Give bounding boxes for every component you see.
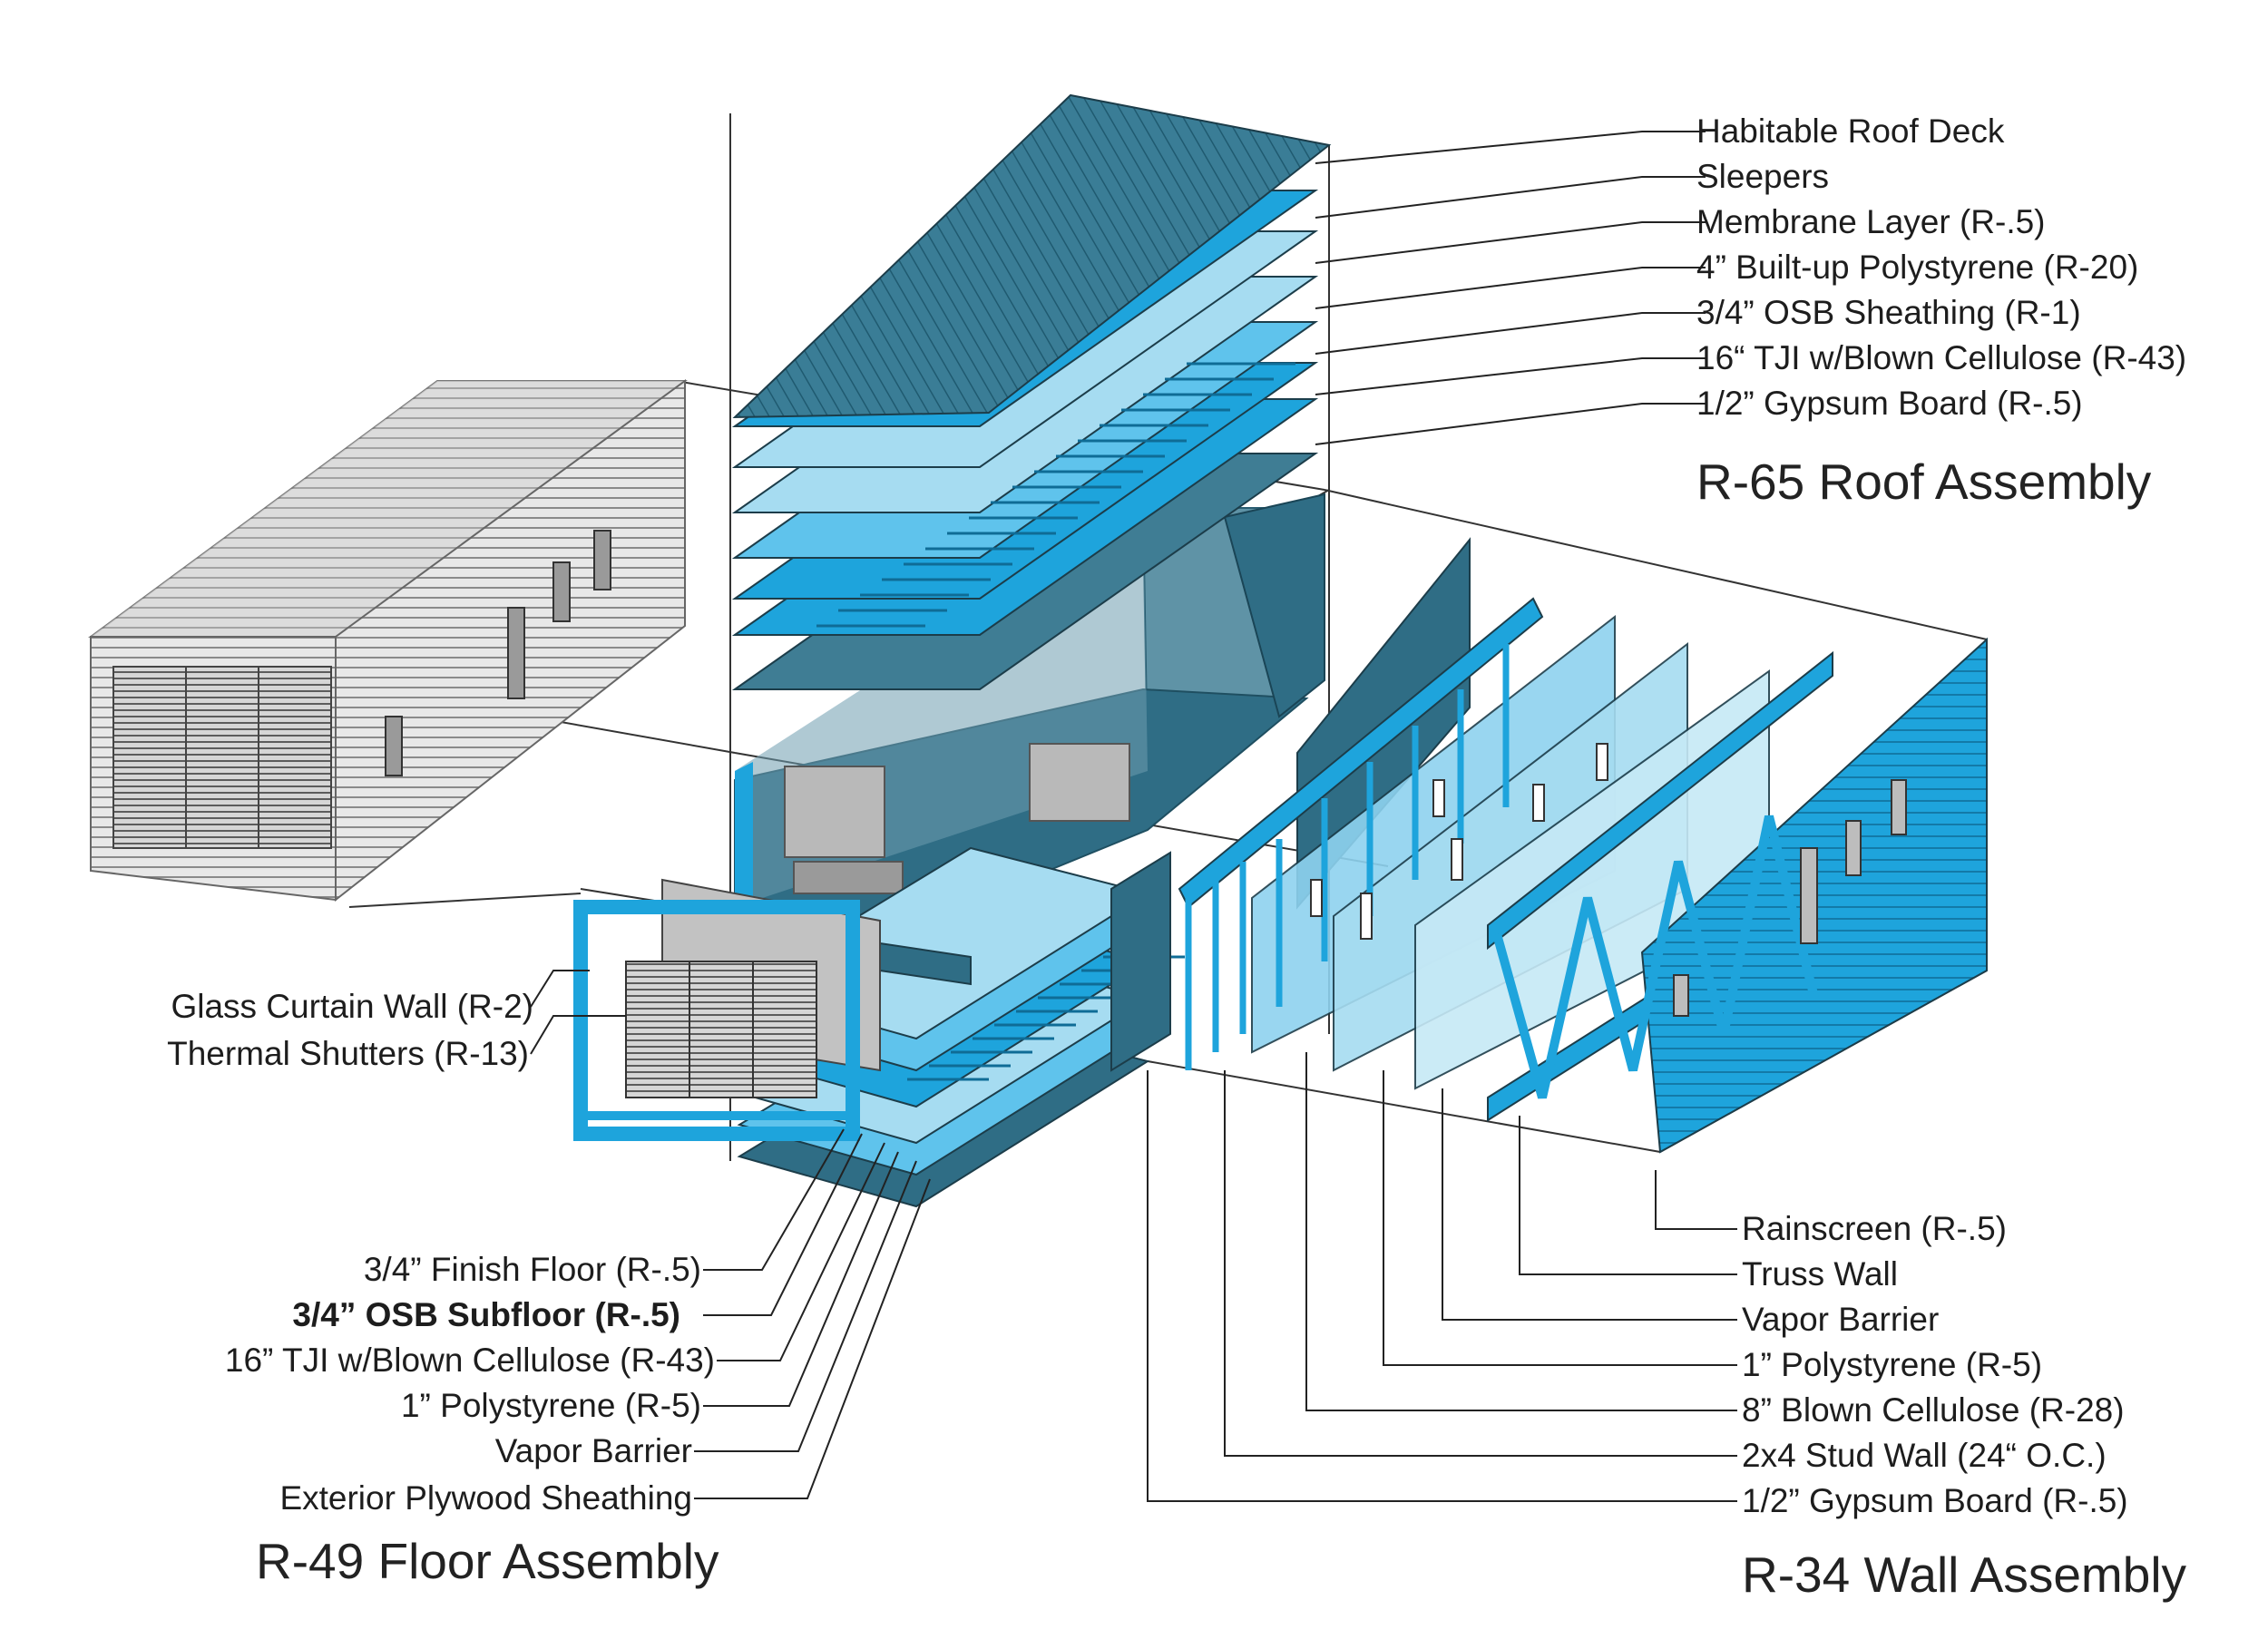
wall-opening	[1432, 779, 1445, 817]
leader-finish-floor	[703, 1128, 845, 1271]
leader-vapor-floor	[694, 1160, 917, 1452]
rainscreen-window	[1891, 779, 1907, 835]
label-glass-curtain-wall: Glass Curtain Wall (R-2)	[171, 988, 533, 1025]
wall-layer-truss-top	[1487, 650, 1833, 951]
heading-floor-assembly: R-49 Floor Assembly	[256, 1533, 719, 1589]
leader-polystyrene	[1315, 267, 1706, 309]
leader-roof-deck	[1315, 131, 1706, 164]
leader-vapor-wall	[1442, 1088, 1737, 1321]
label-sleepers: Sleepers	[1696, 158, 1830, 195]
leader-poly-floor	[703, 1151, 899, 1407]
label-roof-gypsum: 1/2” Gypsum Board (R-.5)	[1696, 385, 2083, 422]
leader-glass	[530, 970, 590, 1008]
label-floor-polystyrene: 1” Polystyrene (R-5)	[400, 1387, 701, 1424]
wall-opening	[1596, 743, 1608, 781]
wall-opening	[1451, 838, 1463, 881]
label-wall-gypsum: 1/2” Gypsum Board (R-.5)	[1742, 1482, 2128, 1519]
grey-module-end-louvers	[112, 666, 332, 849]
rainscreen-window	[1845, 820, 1862, 876]
label-roof-tji: 16“ TJI w/Blown Cellulose (R-43)	[1696, 339, 2187, 376]
leader-plywood	[694, 1178, 931, 1499]
central-module-edge-frame	[1223, 493, 1325, 718]
interior-cabinet	[1029, 743, 1130, 822]
leader-membrane	[1315, 221, 1706, 264]
label-floor-tji: 16” TJI w/Blown Cellulose (R-43)	[224, 1342, 715, 1379]
rainscreen-windows	[1673, 779, 1907, 1017]
label-wall-polystyrene: 1” Polystyrene (R-5)	[1742, 1346, 2043, 1383]
label-floor-vapor-barrier: Vapor Barrier	[494, 1432, 692, 1469]
leader-truss	[1519, 1116, 1737, 1275]
label-wall-cellulose: 8” Blown Cellulose (R-28)	[1742, 1391, 2125, 1429]
rainscreen-window	[1800, 847, 1818, 944]
leader-tji-roof	[1315, 357, 1706, 395]
rainscreen-window	[1673, 974, 1689, 1017]
wall-opening	[1532, 784, 1545, 822]
roof-layer-deck	[732, 93, 1332, 419]
leader-gypsum-roof	[1315, 403, 1706, 445]
heading-roof-assembly: R-65 Roof Assembly	[1696, 454, 2152, 510]
grey-module-window	[552, 561, 571, 622]
leader-poly-wall	[1383, 1070, 1737, 1366]
curtain-wall-frame	[573, 900, 860, 1141]
leader-gypsum-wall	[1147, 1070, 1737, 1502]
label-finish-floor: 3/4” Finish Floor (R-.5)	[363, 1251, 701, 1288]
grey-module-window	[385, 716, 403, 776]
label-rainscreen: Rainscreen (R-.5)	[1742, 1210, 2007, 1247]
central-module-interior	[734, 493, 1325, 954]
interior-cabinet	[784, 766, 885, 858]
leader-shutters	[530, 1015, 626, 1055]
leader-tji-floor	[717, 1142, 885, 1361]
grey-module-window	[593, 530, 611, 590]
label-roof-deck: Habitable Roof Deck	[1696, 112, 2005, 150]
leader-lines	[530, 131, 1737, 1502]
wall-openings	[1310, 743, 1608, 940]
leader-rainscreen	[1655, 1170, 1737, 1230]
glass-curtain-wall-assembly	[573, 878, 881, 1141]
leader-subfloor	[703, 1133, 863, 1316]
leader-stud	[1224, 1070, 1737, 1457]
roof-joist-ribs	[816, 362, 1295, 628]
grey-module	[87, 379, 689, 903]
leader-sleepers	[1315, 176, 1706, 219]
label-roof-polystyrene: 4” Built-up Polystyrene (R-20)	[1696, 249, 2139, 286]
wall-opening	[1310, 879, 1323, 917]
label-membrane: Membrane Layer (R-.5)	[1696, 203, 2046, 240]
wall-layer-gypsum	[1110, 851, 1171, 1072]
label-osb-subfloor: 3/4” OSB Subfloor (R-.5)	[292, 1296, 680, 1333]
label-thermal-shutters: Thermal Shutters (R-13)	[167, 1035, 529, 1072]
heading-wall-assembly: R-34 Wall Assembly	[1742, 1547, 2187, 1603]
label-plywood-sheathing: Exterior Plywood Sheathing	[279, 1479, 692, 1517]
grey-module-window	[507, 607, 525, 699]
label-roof-osb: 3/4” OSB Sheathing (R-1)	[1696, 294, 2081, 331]
stud-wall-frame	[1185, 644, 1510, 1070]
wall-opening	[1360, 893, 1373, 940]
label-truss-wall: Truss Wall	[1742, 1255, 1898, 1293]
truss-web	[1492, 815, 1819, 1099]
thermal-shutter-louvers	[625, 961, 817, 1098]
label-wall-vapor-barrier: Vapor Barrier	[1742, 1301, 1940, 1338]
leader-cellulose-wall	[1305, 1052, 1737, 1411]
leader-osb	[1315, 312, 1706, 355]
label-stud-wall: 2x4 Stud Wall (24“ O.C.)	[1742, 1437, 2107, 1474]
roof-layers	[731, 93, 1332, 690]
interior-counter	[793, 861, 904, 894]
